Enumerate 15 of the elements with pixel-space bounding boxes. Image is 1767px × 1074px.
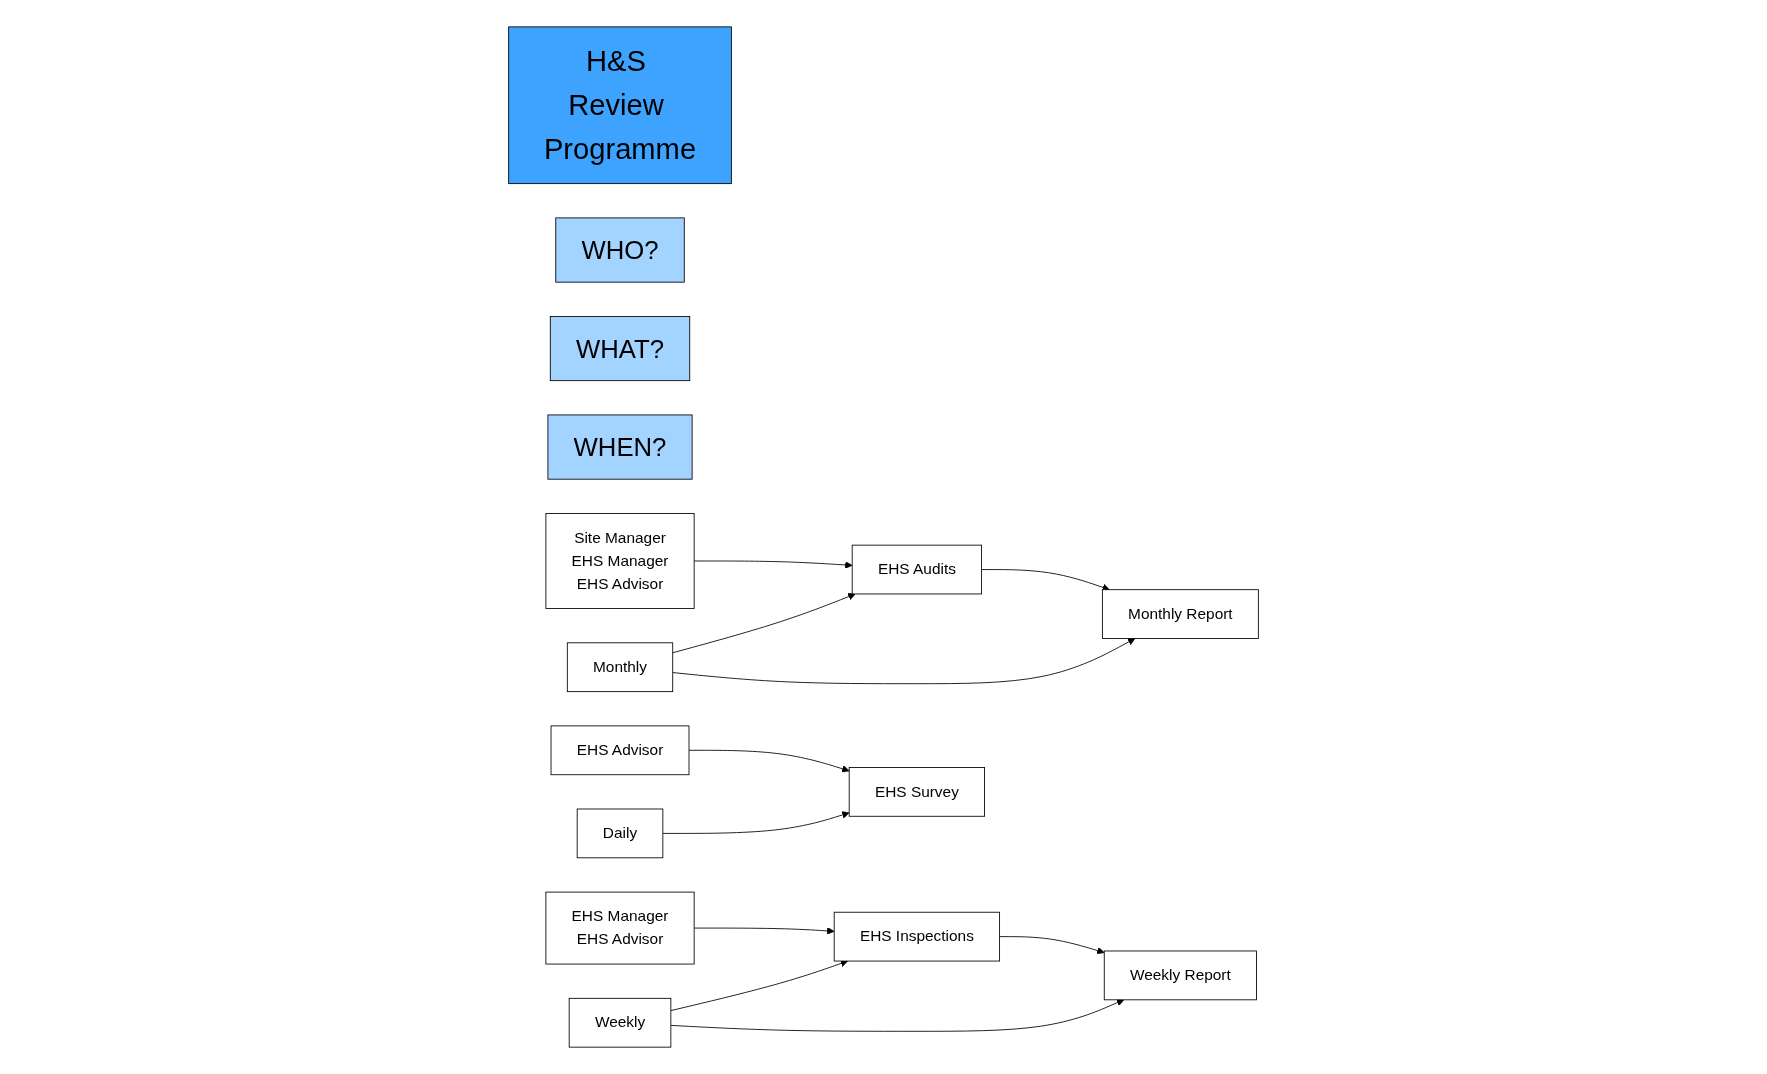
node-box: EHS Audits xyxy=(851,544,982,595)
node-box: EHS Inspections xyxy=(833,911,1000,962)
node-box: WHEN? xyxy=(547,414,693,480)
node-box: Daily xyxy=(576,808,664,859)
node-box: Site Manager EHS Manager EHS Advisor xyxy=(545,513,695,609)
node-box: EHS Manager EHS Advisor xyxy=(545,891,695,965)
node-box: Weekly xyxy=(568,997,672,1048)
node-box: H&S Review Programme xyxy=(508,26,732,185)
node-box: WHO? xyxy=(555,217,685,283)
node-box: Weekly Report xyxy=(1103,950,1257,1001)
node-box: EHS Survey xyxy=(848,767,985,817)
node-box: Monthly xyxy=(566,642,674,693)
node-box: Monthly Report xyxy=(1101,589,1259,639)
node-box: EHS Advisor xyxy=(550,725,690,776)
node-box: WHAT? xyxy=(549,316,691,382)
